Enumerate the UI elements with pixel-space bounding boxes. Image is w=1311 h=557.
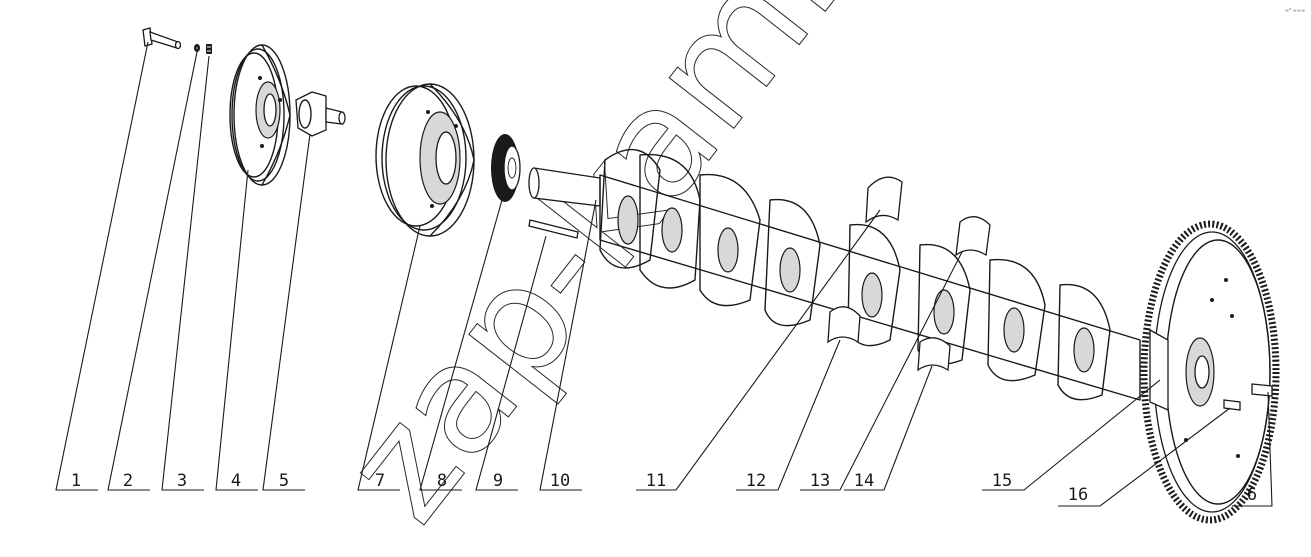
label-1: 1 (71, 471, 81, 491)
part-crankshaft (599, 148, 1141, 401)
part-bearing-cap-c (917, 337, 951, 372)
part-flywheel (1140, 220, 1280, 524)
part-bearing-cap-a (827, 306, 861, 344)
label-16: 16 (1068, 485, 1088, 505)
label-2: 2 (123, 471, 133, 491)
label-7: 7 (375, 471, 385, 491)
label-13: 13 (810, 471, 830, 491)
label-4: 4 (231, 471, 241, 491)
label-8: 8 (437, 471, 447, 491)
label-15: 15 (992, 471, 1012, 491)
part-key (528, 219, 579, 239)
part-hub-shaft (295, 91, 346, 137)
label-11: 11 (646, 471, 666, 491)
part-dowel-pin (1251, 383, 1273, 397)
part-washer-spring (206, 44, 212, 54)
label-14: 14 (854, 471, 874, 491)
label-6: 6 (1247, 485, 1257, 505)
part-bearing-upper (865, 176, 903, 224)
part-labels: 1 2 3 4 5 7 8 9 10 11 12 13 14 15 16 6 (71, 471, 1257, 505)
label-5: 5 (279, 471, 289, 491)
leader-lines (55, 41, 1273, 507)
label-9: 9 (493, 471, 503, 491)
part-flywheel-pin (1223, 399, 1241, 411)
label-12: 12 (746, 471, 766, 491)
part-bolt (142, 27, 182, 50)
part-pulley-hub (229, 44, 291, 186)
part-crank-pulley (375, 83, 475, 237)
label-3: 3 (177, 471, 187, 491)
part-bearing-shell-b (955, 216, 991, 257)
label-10: 10 (550, 471, 570, 491)
part-washer-small (194, 44, 200, 52)
part-timing-gear (491, 134, 521, 202)
corner-mark: ≈⁰ ≈≈≈ (1285, 8, 1305, 14)
